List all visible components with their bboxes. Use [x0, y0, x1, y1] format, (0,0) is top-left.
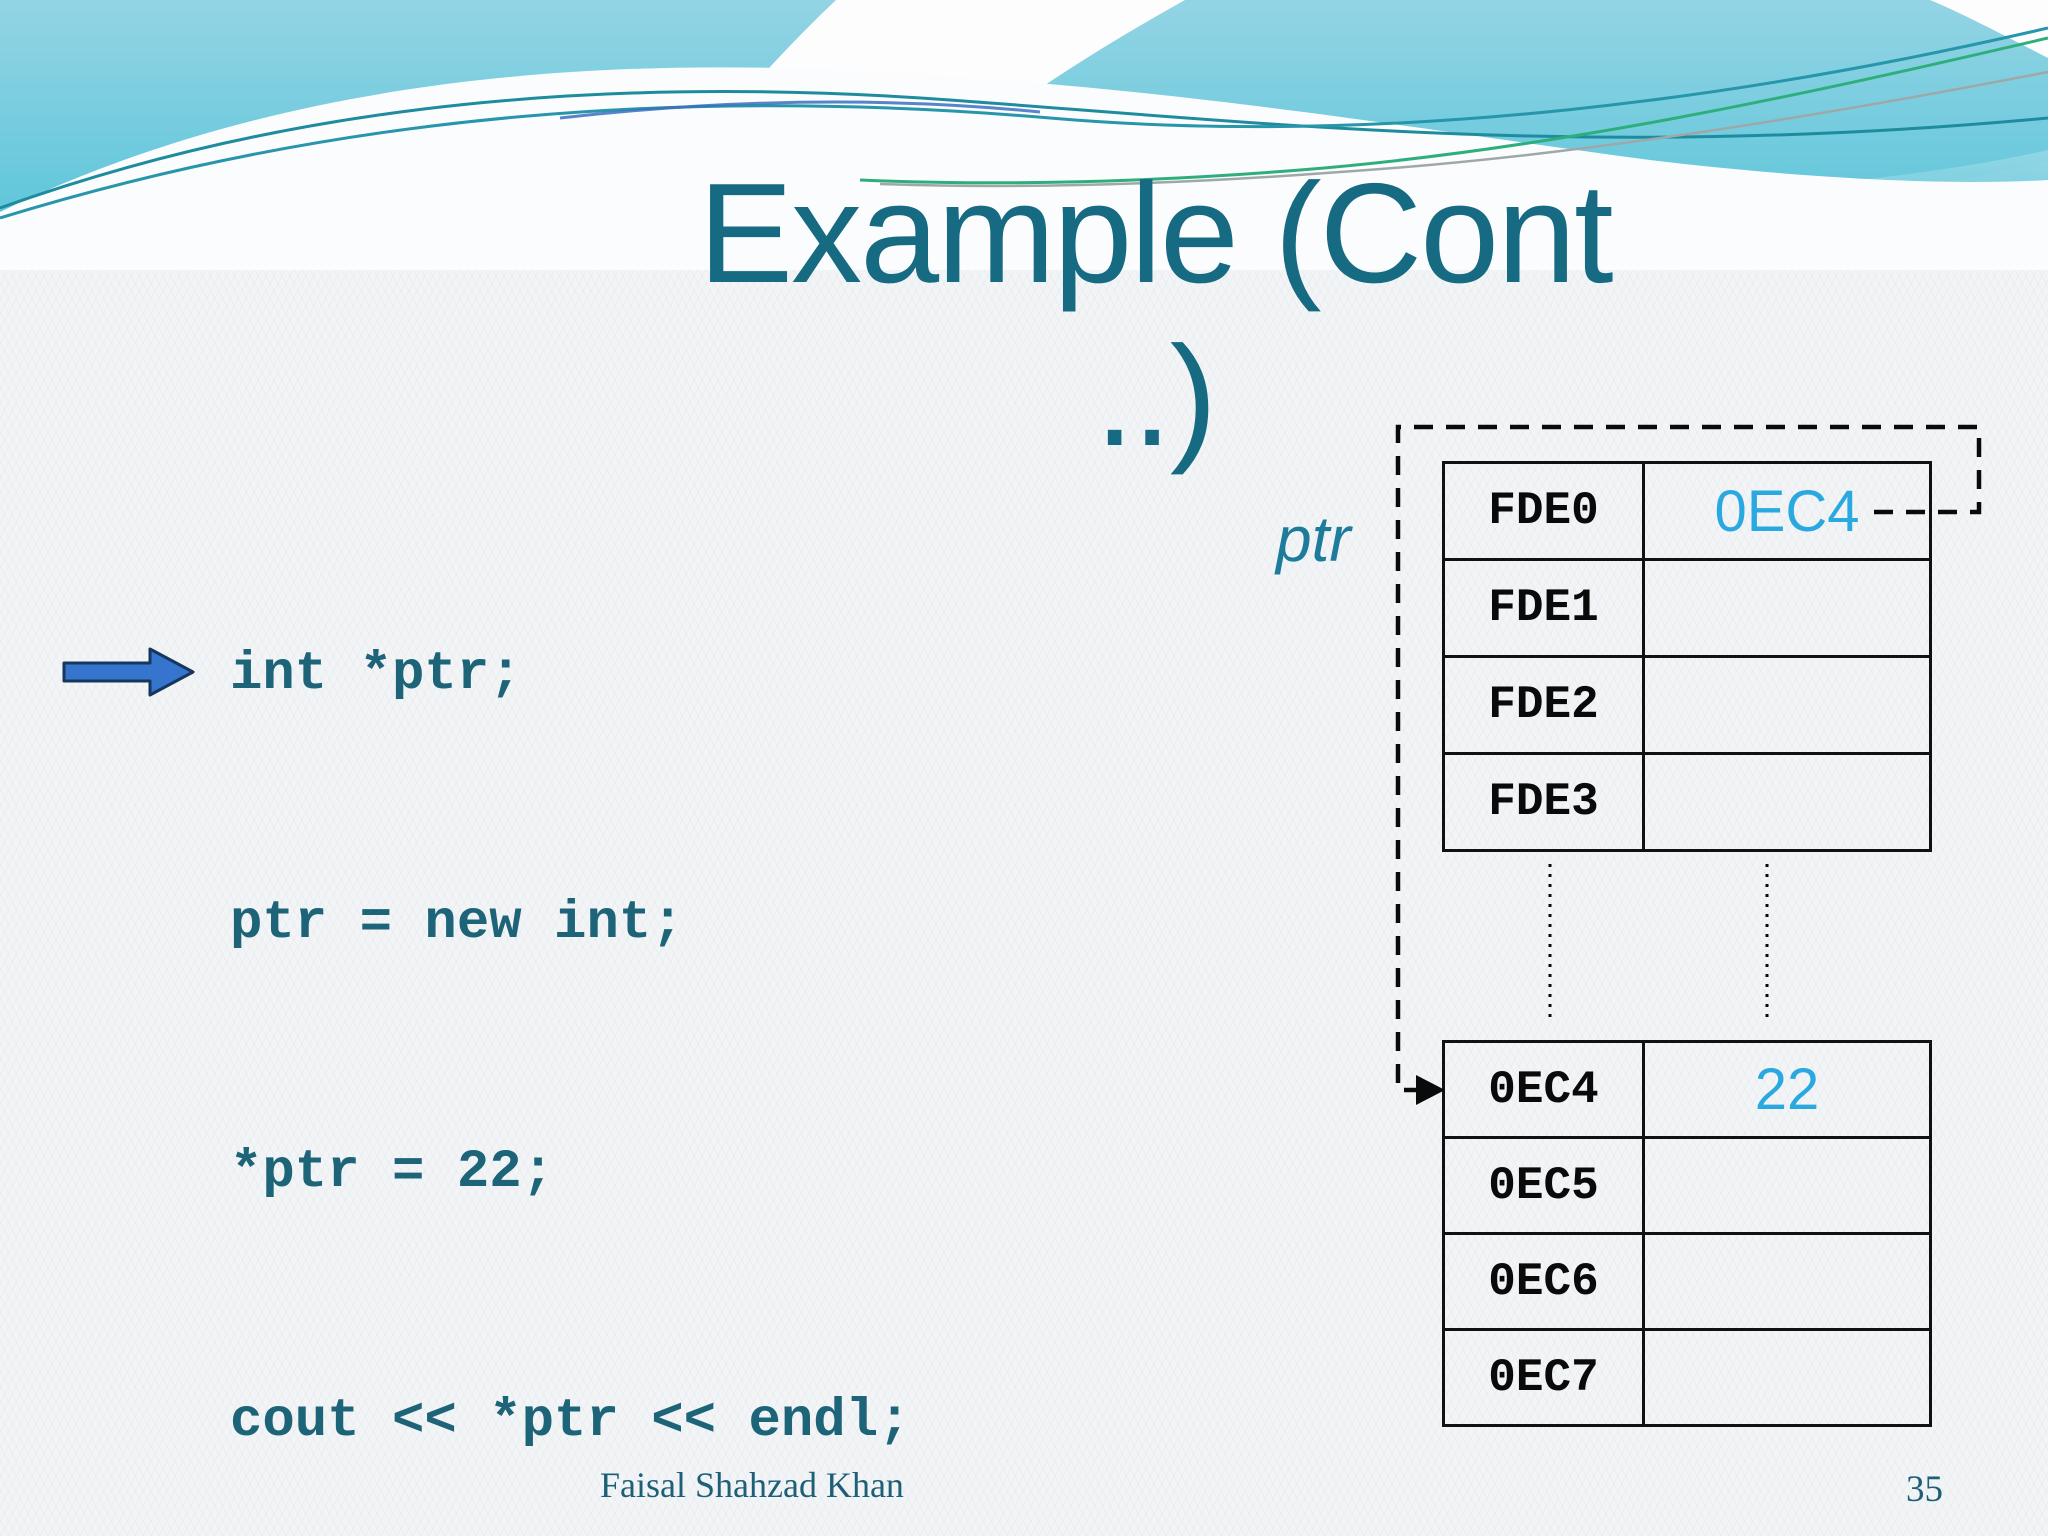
value-cell	[1642, 1328, 1932, 1427]
stack-memory-table: FDE0 0EC4 FDE1 FDE2 FDE3	[1442, 461, 1932, 852]
table-row: FDE3	[1442, 752, 1932, 852]
address-cell: FDE2	[1442, 655, 1645, 755]
table-row: 0EC4 22	[1442, 1040, 1932, 1139]
address-cell: 0EC4	[1442, 1040, 1645, 1139]
heap-memory-table: 0EC4 22 0EC5 0EC6 0EC7	[1442, 1040, 1932, 1427]
thin-curve-green	[859, 36, 2048, 185]
thin-curve-gray	[879, 70, 2048, 188]
address-cell: FDE3	[1442, 752, 1645, 852]
value-cell	[1642, 752, 1932, 852]
code-line-3-highlighted: *ptr = 22;	[230, 1142, 555, 1203]
code-line-4: cout << *ptr << endl;	[230, 1391, 911, 1452]
value-cell	[1642, 655, 1932, 755]
thin-curve-teal-2	[0, 26, 2048, 220]
value-cell	[1642, 1136, 1932, 1235]
table-row: 0EC7	[1442, 1328, 1932, 1427]
connector-arrowhead-icon	[1416, 1075, 1445, 1105]
address-cell: 0EC6	[1442, 1232, 1645, 1331]
table-row: 0EC5	[1442, 1136, 1932, 1235]
code-line-2: ptr = new int;	[230, 893, 684, 954]
highlight-arrow-icon	[62, 647, 195, 697]
slide-title: Example (Cont ..)	[698, 154, 1613, 477]
pointer-variable-label: ptr	[1276, 503, 1351, 575]
table-row: FDE2	[1442, 655, 1932, 755]
code-line-1: int *ptr;	[230, 644, 522, 705]
page-number: 35	[1906, 1469, 1943, 1510]
value-cell: 22	[1642, 1040, 1932, 1139]
address-cell: 0EC5	[1442, 1136, 1645, 1235]
value-cell	[1642, 1232, 1932, 1331]
thin-curve-blue	[559, 100, 1041, 120]
table-row: 0EC6	[1442, 1232, 1932, 1331]
value-cell: 0EC4	[1642, 461, 1932, 561]
value-cell	[1642, 558, 1932, 658]
footer-author: Faisal Shahzad Khan	[600, 1465, 904, 1505]
header-wave-decoration	[0, 0, 2048, 270]
address-cell: FDE1	[1442, 558, 1645, 658]
address-cell: 0EC7	[1442, 1328, 1645, 1427]
table-row: FDE1	[1442, 558, 1932, 658]
code-block: int *ptr; ptr = new int; *ptr = 22; cout…	[230, 467, 911, 1536]
corner-sliver-shape	[1930, 0, 2048, 58]
